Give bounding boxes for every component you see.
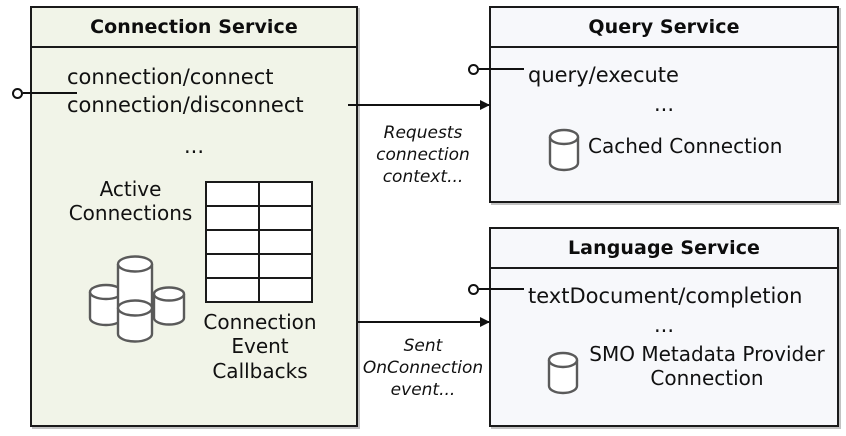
component-body-language-service: textDocument/completion ... SMO Metadata…	[491, 269, 837, 425]
operation-query-execute[interactable]: query/execute	[528, 63, 679, 87]
table-cell	[205, 205, 260, 231]
table-row	[205, 181, 313, 207]
provided-interface-lollipop-language-service[interactable]	[468, 284, 524, 296]
artifact-label-cached-connection: Cached Connection	[588, 134, 783, 158]
operation-connection-disconnect[interactable]: connection/disconnect	[67, 92, 304, 117]
table-cell	[258, 277, 313, 303]
artifact-label-active-connections: Active Connections	[68, 177, 193, 226]
table-grid-icon	[205, 181, 313, 303]
lollipop-stem-icon	[23, 92, 77, 94]
table-cell	[258, 181, 313, 207]
component-body-connection-service: connection/connect connection/disconnect…	[32, 48, 356, 425]
operation-list-query-service: query/execute	[528, 62, 679, 90]
arrow-label-sent-onconnection-event: Sent OnConnection event...	[362, 336, 484, 401]
artifact-label-smo-metadata-provider-connection: SMO Metadata Provider Connection	[589, 342, 825, 391]
component-connection-service[interactable]: Connection Service connection/connect co…	[30, 6, 358, 427]
operation-textdocument-completion[interactable]: textDocument/completion	[528, 284, 803, 308]
component-title-query-service: Query Service	[491, 8, 837, 48]
provided-interface-lollipop-connection-service[interactable]	[12, 88, 77, 100]
operation-ellipsis-connection-service: ...	[183, 134, 205, 158]
provided-interface-lollipop-query-service[interactable]	[468, 64, 524, 76]
table-row	[205, 277, 313, 303]
artifact-label-connection-event-callbacks: Connection Event Callbacks	[203, 310, 317, 383]
database-cylinder-icon-cached-connection	[548, 128, 580, 172]
table-row	[205, 253, 313, 279]
component-title-connection-service: Connection Service	[32, 8, 356, 48]
operation-connection-connect[interactable]: connection/connect	[67, 65, 274, 89]
table-cell	[205, 277, 260, 303]
table-cell	[258, 229, 313, 255]
operation-list-language-service: textDocument/completion	[528, 283, 802, 311]
lollipop-stem-icon	[479, 68, 524, 70]
operation-ellipsis-language-service: ...	[653, 313, 675, 337]
operation-ellipsis-query-service: ...	[653, 92, 675, 116]
database-cylinder-icon-smo-metadata	[547, 351, 579, 395]
lollipop-ball-icon	[468, 284, 479, 295]
database-cluster-icon	[88, 255, 186, 343]
component-title-language-service: Language Service	[491, 229, 837, 269]
table-row	[205, 205, 313, 231]
table-row	[205, 229, 313, 255]
table-cell	[258, 253, 313, 279]
component-language-service[interactable]: Language Service textDocument/completion…	[489, 227, 839, 427]
table-cell	[205, 229, 260, 255]
table-cell	[205, 181, 260, 207]
component-query-service[interactable]: Query Service query/execute ... Cached C…	[489, 6, 839, 203]
operation-list-connection-service: connection/connect connection/disconnect	[67, 64, 304, 119]
lollipop-ball-icon	[12, 88, 23, 99]
table-cell	[258, 205, 313, 231]
arrow-label-requests-connection-context: Requests connection context...	[376, 123, 470, 188]
component-body-query-service: query/execute ... Cached Connection	[491, 48, 837, 201]
table-cell	[205, 253, 260, 279]
lollipop-stem-icon	[479, 288, 524, 290]
lollipop-ball-icon	[468, 64, 479, 75]
